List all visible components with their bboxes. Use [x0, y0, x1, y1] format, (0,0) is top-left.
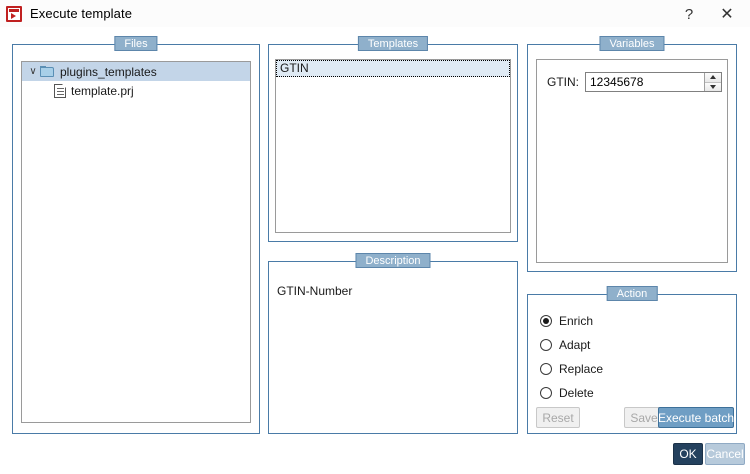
variables-group: Variables GTIN: [527, 36, 737, 272]
templates-group: Templates GTIN [268, 36, 518, 242]
radio-mark-icon [540, 363, 552, 375]
radio-label: Adapt [559, 338, 591, 352]
radio-label: Replace [559, 362, 604, 376]
gtin-stepper-buttons[interactable] [704, 73, 721, 91]
chevron-down-icon[interactable]: ∨ [29, 66, 37, 77]
description-group: Description GTIN-Number [268, 253, 518, 434]
radio-mark-icon [540, 315, 552, 327]
radio-label: Enrich [559, 314, 594, 328]
gtin-stepper[interactable] [585, 72, 722, 92]
cancel-button[interactable]: Cancel [705, 443, 745, 465]
tree-item-template-prj[interactable]: template.prj [22, 81, 250, 100]
execute-template-icon [6, 5, 22, 22]
gtin-input[interactable] [586, 73, 704, 91]
spin-up-icon[interactable] [705, 73, 721, 82]
templates-group-title: Templates [357, 36, 429, 51]
ok-button[interactable]: OK [673, 443, 703, 465]
radio-label: Delete [559, 386, 594, 400]
tree-item-label: template.prj [71, 83, 134, 98]
list-item[interactable]: GTIN [276, 60, 510, 77]
help-button[interactable]: ? [684, 5, 694, 23]
window-title: Execute template [30, 6, 133, 21]
variable-row-gtin: GTIN: [537, 60, 727, 92]
files-tree[interactable]: ∨ plugins_templates template.prj [21, 61, 251, 423]
radio-enrich[interactable]: Enrich [540, 313, 593, 329]
radio-mark-icon [540, 339, 552, 351]
reset-button[interactable]: Reset [536, 407, 580, 428]
action-group: Action Enrich Adapt Replace Delete Reset… [527, 286, 737, 434]
tree-item-plugins-templates[interactable]: ∨ plugins_templates [22, 62, 250, 81]
description-group-title: Description [355, 253, 431, 268]
variables-panel: GTIN: [536, 59, 728, 263]
action-group-title: Action [606, 286, 658, 301]
spin-down-icon[interactable] [705, 81, 721, 91]
files-group: Files ∨ plugins_templates template.prj [12, 36, 260, 434]
description-text: GTIN-Number [277, 284, 353, 298]
radio-delete[interactable]: Delete [540, 385, 594, 401]
radio-mark-icon [540, 387, 552, 399]
folder-icon [40, 65, 55, 78]
close-icon[interactable]: ✕ [720, 6, 734, 23]
templates-list[interactable]: GTIN [275, 59, 511, 233]
gtin-label: GTIN: [547, 75, 579, 89]
radio-replace[interactable]: Replace [540, 361, 603, 377]
tree-item-label: plugins_templates [60, 64, 157, 79]
radio-adapt[interactable]: Adapt [540, 337, 590, 353]
file-icon [54, 83, 66, 98]
files-group-title: Files [114, 36, 158, 51]
execute-batch-button[interactable]: Execute batch [658, 407, 734, 428]
variables-group-title: Variables [599, 36, 665, 51]
title-bar: Execute template ? ✕ [0, 0, 750, 27]
